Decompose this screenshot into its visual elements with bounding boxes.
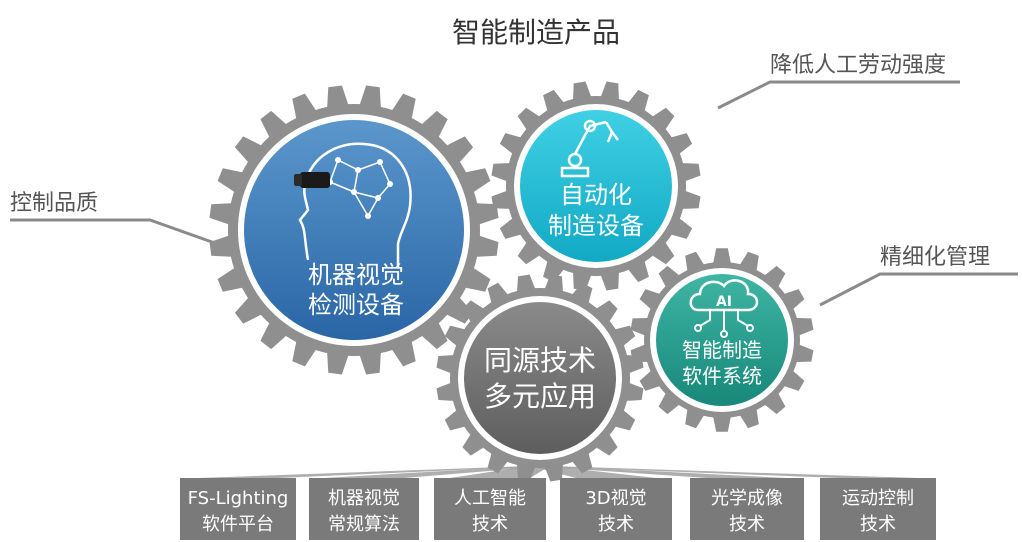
- foundation-box-2-line1: 机器视觉: [328, 488, 400, 509]
- foundation-box-6-line2: 技术: [860, 514, 896, 535]
- connector-wedge-1: [198, 466, 550, 478]
- automation-gear-label-1: 自动化: [560, 181, 632, 209]
- foundation-box-3-line1: 人工智能: [454, 488, 526, 509]
- automation-gear-label-2: 制造设备: [548, 212, 644, 240]
- head-brain-icon: [294, 142, 412, 268]
- ai-cloud-icon: AI: [689, 279, 759, 338]
- gear-vision: [209, 85, 499, 375]
- foundation-box-1: FS-Lighting 软件平台: [180, 478, 296, 540]
- callout-line-management: [819, 272, 1018, 307]
- foundation-box-1-line2: 软件平台: [202, 514, 274, 535]
- connector-wedge-5: [530, 466, 787, 478]
- foundation-box-3-line2: 技术: [472, 514, 508, 535]
- foundation-box-5: 光学成像 技术: [690, 478, 804, 540]
- software-gear-label-2: 软件系统: [682, 364, 762, 388]
- callout-labor: 降低人工劳动强度: [770, 53, 946, 78]
- foundation-box-2-line2: 常规算法: [328, 514, 400, 535]
- gear-automation: [491, 81, 701, 291]
- callout-quality: 控制品质: [10, 191, 98, 216]
- foundation-box-5-line2: 技术: [729, 514, 765, 535]
- foundation-box-6: 运动控制 技术: [820, 478, 936, 540]
- robot-arm-icon: [560, 119, 619, 178]
- gear-core: [436, 274, 644, 482]
- vision-gear-label-2: 检测设备: [308, 291, 404, 319]
- callout-line-labor: [717, 80, 960, 110]
- foundation-box-3: 人工智能 技术: [434, 478, 546, 540]
- foundation-box-4: 3D视觉 技术: [560, 478, 672, 540]
- callout-management: 精细化管理: [880, 245, 990, 270]
- core-gear-label-1: 同源技术: [484, 344, 596, 377]
- foundation-box-1-line1: FS-Lighting: [188, 488, 289, 509]
- diagram-title: 智能制造产品: [452, 16, 620, 49]
- svg-text:AI: AI: [716, 294, 732, 310]
- foundation-box-4-line1: 3D视觉: [585, 488, 646, 509]
- core-gear-label-2: 多元应用: [484, 380, 596, 413]
- connector-wedge-6: [530, 466, 918, 478]
- software-gear-label-1: 智能制造: [682, 338, 762, 362]
- foundation-box-2: 机器视觉 常规算法: [309, 478, 419, 540]
- vision-gear-label-1: 机器视觉: [308, 261, 404, 289]
- foundation-box-4-line2: 技术: [598, 514, 634, 535]
- callout-line-quality: [10, 218, 241, 254]
- gear-core-disc: [464, 302, 616, 454]
- foundation-box-5-line1: 光学成像: [711, 488, 783, 509]
- gear-automation-disc: [520, 110, 672, 262]
- foundation-box-6-line1: 运动控制: [842, 488, 914, 509]
